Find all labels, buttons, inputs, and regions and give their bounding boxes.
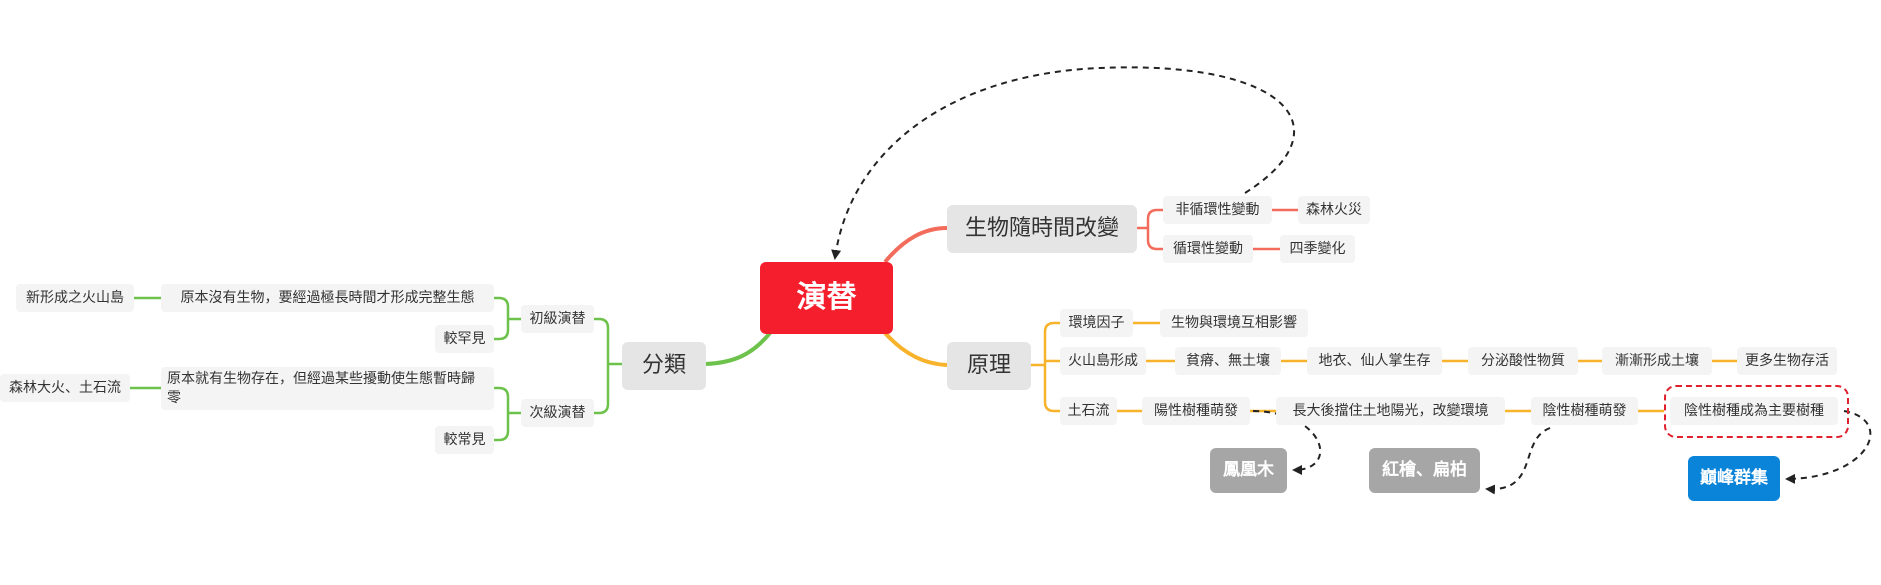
branch-time-change[interactable]: 生物隨時間改變 [947, 205, 1137, 253]
branch-principle[interactable]: 原理 [947, 342, 1031, 390]
connector-primary-bracket [494, 296, 521, 341]
connector-time-bracket [1137, 208, 1163, 251]
volcano-step-1[interactable]: 火山島形成 [1060, 347, 1146, 375]
mudflow-step-4[interactable]: 陰性樹種萌發 [1531, 397, 1638, 425]
volcano-step-4[interactable]: 分泌酸性物質 [1468, 347, 1578, 375]
volcano-step-2[interactable]: 貧瘠、無土壤 [1175, 347, 1281, 375]
connector-root-classification [704, 331, 772, 366]
mudflow-step-1[interactable]: 土石流 [1060, 397, 1117, 425]
connector-principle-bracket [1031, 321, 1060, 413]
shade-tree-example[interactable]: 紅檜、扁柏 [1369, 448, 1480, 493]
volcano-step-3[interactable]: 地衣、仙人掌生存 [1307, 347, 1442, 375]
secondary-frequency-node[interactable]: 較常見 [435, 426, 494, 454]
climax-community-box[interactable]: 巔峰群集 [1688, 456, 1780, 501]
forest-fire-node[interactable]: 森林火災 [1298, 196, 1370, 224]
relation-arrow-fire-to-root [831, 66, 1295, 260]
relation-arrow-climax [1785, 410, 1872, 484]
connector-root-time [883, 226, 948, 264]
cyclic-change-node[interactable]: 循環性變動 [1163, 235, 1253, 263]
mudflow-step-3[interactable]: 長大後擋住土地陽光，改變環境 [1276, 397, 1505, 425]
connector-classification-bracket [593, 317, 622, 415]
secondary-succession-node[interactable]: 次級演替 [521, 399, 594, 427]
volcano-step-5[interactable]: 漸漸形成土壤 [1602, 347, 1712, 375]
secondary-description-node[interactable]: 原本就有生物存在，但經過某些擾動使生態暫時歸零 [161, 367, 494, 410]
primary-description-node[interactable]: 原本沒有生物，要經過極長時間才形成完整生態 [161, 284, 494, 312]
highlight-climax-frame [1664, 385, 1849, 438]
mudflow-step-2[interactable]: 陽性樹種萌發 [1142, 397, 1250, 425]
sun-tree-example[interactable]: 鳳凰木 [1210, 448, 1287, 493]
seasonal-change-node[interactable]: 四季變化 [1280, 235, 1355, 263]
env-interaction-node[interactable]: 生物與環境互相影響 [1160, 309, 1308, 337]
primary-example-node[interactable]: 新形成之火山島 [16, 284, 134, 312]
relation-arrow-shade-tree [1485, 427, 1551, 495]
noncyclic-change-node[interactable]: 非循環性變動 [1163, 196, 1272, 224]
connector-secondary-bracket [494, 386, 521, 442]
secondary-example-node[interactable]: 森林大火、土石流 [0, 374, 130, 402]
volcano-step-6[interactable]: 更多生物存活 [1737, 347, 1837, 375]
primary-frequency-node[interactable]: 較罕見 [435, 325, 494, 353]
env-factor-node[interactable]: 環境因子 [1060, 309, 1133, 337]
connector-root-principle [883, 331, 948, 367]
mudflow-step-5[interactable]: 陰性樹種成為主要樹種 [1670, 397, 1838, 425]
primary-succession-node[interactable]: 初級演替 [521, 305, 594, 333]
root-node[interactable]: 演替 [760, 262, 893, 334]
branch-classification[interactable]: 分類 [622, 342, 706, 390]
